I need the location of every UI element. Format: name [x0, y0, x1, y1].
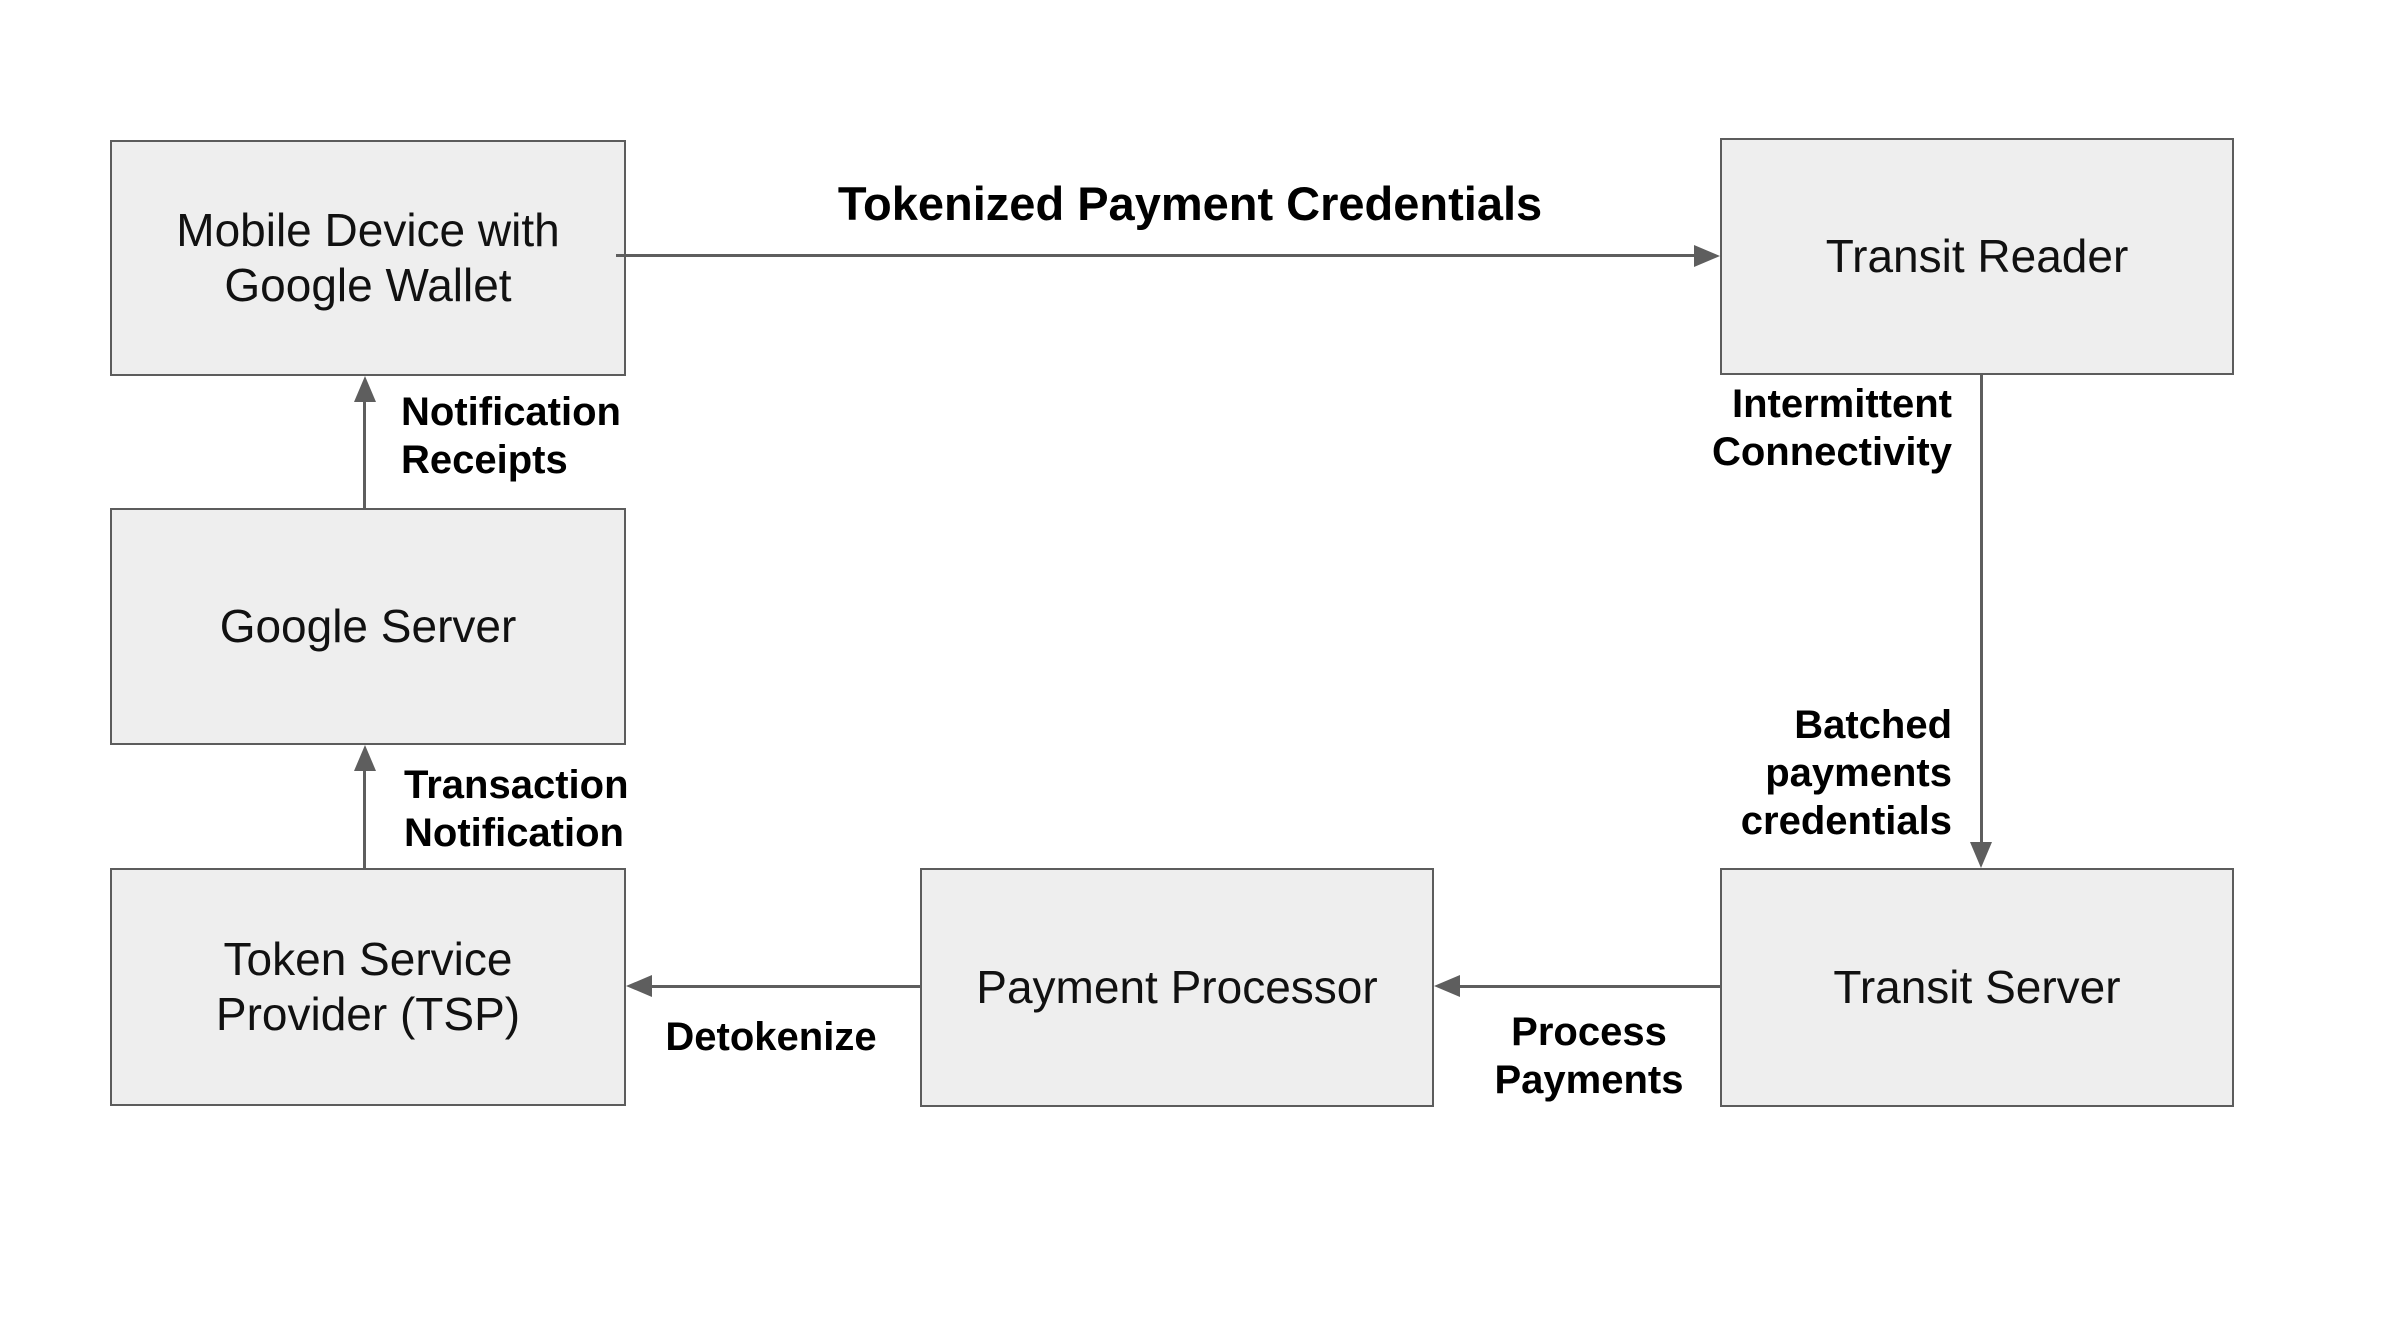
edge-process-line	[1458, 985, 1720, 988]
edge-label-tokenized: Tokenized Payment Credentials	[837, 177, 1543, 230]
edge-notification-line	[363, 400, 366, 508]
edge-label-detokenize: Detokenize	[665, 1015, 877, 1059]
edge-transaction-line	[363, 769, 366, 868]
edge-label-transaction: Transaction Notification	[404, 763, 629, 855]
node-transit-server: Transit Server	[1720, 868, 2234, 1107]
arrowhead-right-icon	[1694, 245, 1720, 267]
edge-tokenized-line	[616, 254, 1698, 257]
node-transit-server-label: Transit Server	[1833, 960, 2121, 1013]
node-token-service-provider-label: Token Service Provider (TSP)	[215, 932, 521, 1040]
node-payment-processor-label: Payment Processor	[976, 960, 1378, 1013]
edge-label-process: Process Payments	[1494, 1010, 1684, 1102]
node-mobile-device-label: Mobile Device with Google Wallet	[176, 203, 560, 311]
arrowhead-left-icon	[1434, 975, 1460, 997]
edge-label-intermittent: Intermittent Connectivity	[1711, 382, 1952, 474]
node-transit-reader-label: Transit Reader	[1825, 229, 2129, 282]
arrowhead-down-icon	[1970, 842, 1992, 868]
node-transit-reader: Transit Reader	[1720, 138, 2234, 375]
edge-label-batched: Batched payments credentials	[1740, 703, 1952, 843]
node-google-server: Google Server	[110, 508, 626, 745]
arrowhead-up-icon	[354, 745, 376, 771]
node-payment-processor: Payment Processor	[920, 868, 1434, 1107]
node-google-server-label: Google Server	[219, 599, 517, 652]
edge-label-notification: Notification Receipts	[401, 390, 621, 482]
node-mobile-device: Mobile Device with Google Wallet	[110, 140, 626, 376]
arrowhead-left-icon	[626, 975, 652, 997]
node-token-service-provider: Token Service Provider (TSP)	[110, 868, 626, 1106]
arrowhead-up-icon	[354, 376, 376, 402]
edge-batched-line	[1980, 375, 1983, 844]
edge-detokenize-line	[650, 985, 920, 988]
